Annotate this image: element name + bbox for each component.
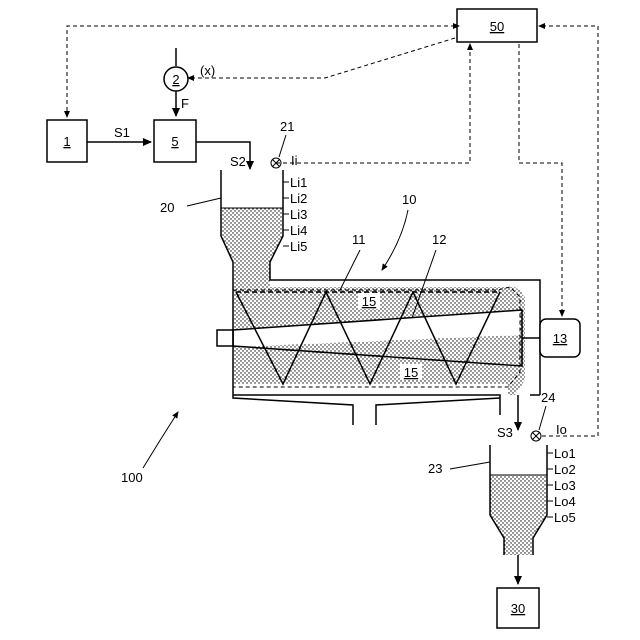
bowl-label: 11 [352,232,366,247]
motor-label: 13 [553,331,567,346]
stream-s2-label: S2 [230,154,246,169]
outlet-level-2: Lo2 [554,462,576,477]
source-label: 1 [63,134,70,149]
motor-box: 13 [522,319,580,357]
outlet-level-1: Lo1 [554,446,576,461]
outlet-level-3: Lo3 [554,478,576,493]
outlet-level-5: Lo5 [554,510,576,525]
inlet-sensor: 21 Ii [271,119,298,168]
flow-label: F [181,96,189,111]
receiver-label: 30 [511,601,525,616]
inlet-level-2: Li2 [290,191,307,206]
inlet-level-1: Li1 [290,175,307,190]
stream-s3-label: S3 [497,425,513,440]
system-label-group: 100 [121,412,178,485]
source-box: 1 [47,120,87,162]
inlet-level-5: Li5 [290,239,307,254]
mixer-label: 5 [171,134,178,149]
mixer-box: 5 [154,120,196,162]
outlet-tank-label: 23 [428,461,442,476]
inlet-tank-label: 20 [160,200,174,215]
system-label: 100 [121,470,143,485]
outlet-tank: 23 Lo1 Lo2 Lo3 Lo4 Lo5 [428,445,576,555]
pump-label: 2 [172,72,179,87]
outlet-signal-label: Io [556,422,567,437]
screw-label: 12 [432,232,446,247]
outlet-sensor: 24 Io [531,390,567,441]
centrifuge-label: 10 [402,192,416,207]
controller-box: 50 [457,9,537,42]
zone-bottom-label: 15 [404,365,418,380]
inlet-signal-label: Ii [291,153,298,168]
pump-signal-label: (x) [200,63,215,78]
stream-s1-label: S1 [114,125,130,140]
inlet-sensor-label: 21 [280,119,294,134]
outlet-sensor-label: 24 [541,390,555,405]
inlet-level-3: Li3 [290,207,307,222]
inlet-level-scale: Li1 Li2 Li3 Li4 Li5 [283,175,307,254]
receiver-box: 30 [497,588,539,628]
outlet-level-4: Lo4 [554,494,576,509]
pump: 2 (x) F [164,48,215,116]
zone-top-label: 15 [362,294,376,309]
controller-label: 50 [490,19,504,34]
inlet-level-4: Li4 [290,223,307,238]
outlet-level-scale: Lo1 Lo2 Lo3 Lo4 Lo5 [547,446,576,525]
